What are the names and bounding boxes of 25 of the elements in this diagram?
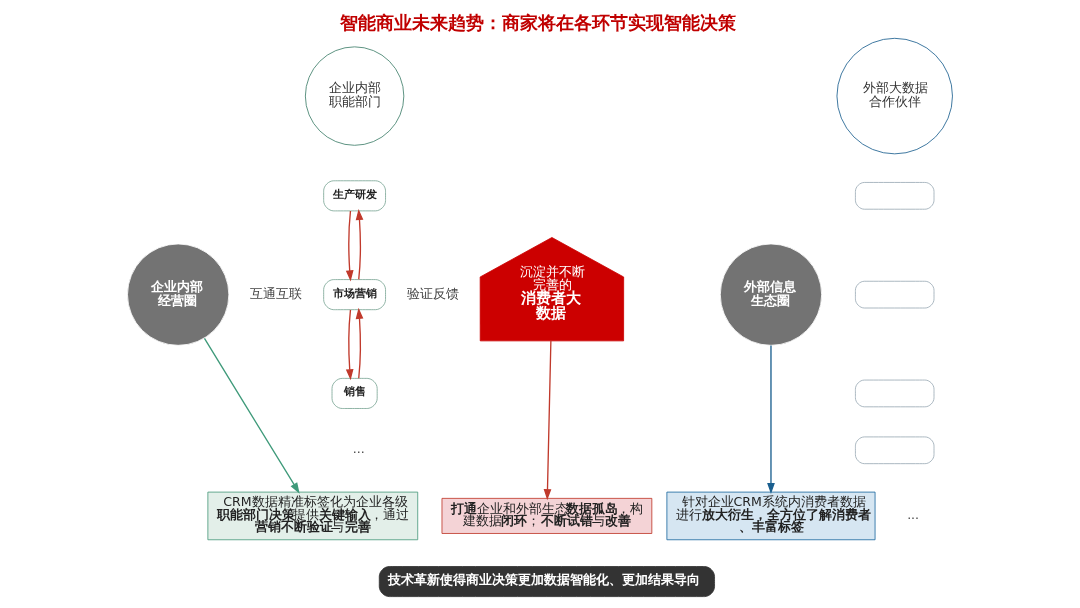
arrow <box>543 340 552 501</box>
arrow <box>355 208 364 281</box>
node-box: 技术革新使得商业决策更加数据智能化、更加结果导向 <box>378 566 715 598</box>
node-box <box>855 182 935 210</box>
node-circle: 外部大数据合作伙伴 <box>836 37 953 155</box>
node-box <box>855 280 935 309</box>
arrow <box>767 344 775 495</box>
label: 互通互联 <box>250 285 303 301</box>
arrow <box>345 309 354 381</box>
arrow <box>355 307 364 379</box>
node-box: 市场营销 <box>323 279 386 311</box>
label: 验证反馈 <box>407 285 460 301</box>
label: ... <box>352 441 365 457</box>
node-box: 销售 <box>331 377 378 409</box>
node-circle: 企业内部经营圈 <box>127 243 230 346</box>
node-circle: 企业内部职能部门 <box>304 46 405 146</box>
label: ... <box>907 506 920 522</box>
node-box: 针对企业CRM系统内消费者数据进行放大衍生，全方位了解消费者、丰富标签 <box>666 491 876 541</box>
arrow <box>345 210 354 282</box>
diagram-title: 智能商业未来趋势：商家将在各环节实现智能决策 <box>339 11 736 33</box>
node-box: 生产研发 <box>323 180 386 212</box>
arrow <box>203 337 300 494</box>
node-circle: 外部信息生态圈 <box>719 243 823 346</box>
node-box <box>855 436 935 465</box>
node-box <box>855 379 935 408</box>
